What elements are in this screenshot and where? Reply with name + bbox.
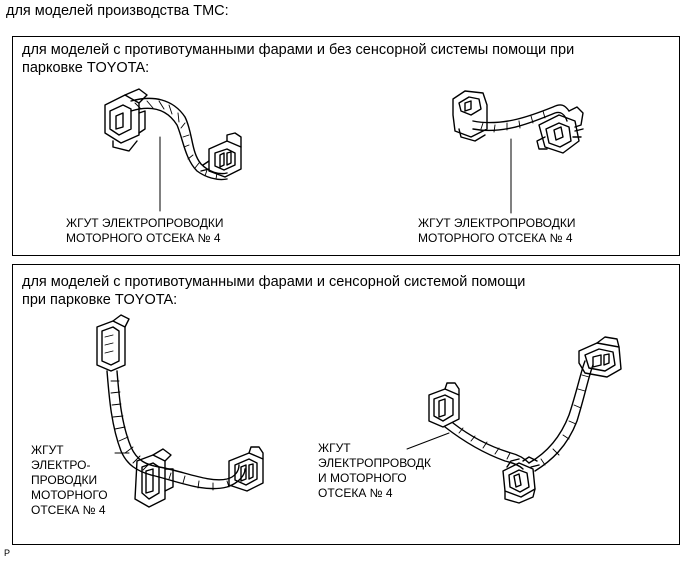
panel-with-sensor: для моделей с противотуманными фарами и … (12, 264, 680, 545)
wire-harness-icon (428, 336, 622, 504)
wire-harness-icon (452, 90, 584, 154)
panel-title-line-1: для моделей с противотуманными фарами и … (22, 274, 526, 290)
page-heading: для моделей производства TMC: (6, 3, 229, 19)
harness-label-left: ЖГУТ ЭЛЕКТРОПРОВОДКИ МОТОРНОГО ОТСЕКА № … (66, 216, 224, 245)
panel-without-sensor: для моделей с противотуманными фарами и … (12, 36, 680, 256)
wire-harness-icon (104, 88, 242, 181)
panel-title-line-1: для моделей с противотуманными фарами и … (22, 42, 575, 58)
harness-label-right: ЖГУТ ЭЛЕКТРОПРОВОДК И МОТОРНОГО ОТСЕКА №… (318, 441, 431, 500)
panel-title-line-2: парковке TOYOTA: (22, 60, 150, 76)
harness-label-left: ЖГУТ ЭЛЕКТРО- ПРОВОДКИ МОТОРНОГО ОТСЕКА … (31, 443, 108, 517)
harness-label-right: ЖГУТ ЭЛЕКТРОПРОВОДКИ МОТОРНОГО ОТСЕКА № … (418, 216, 576, 245)
footer-mark: P (4, 548, 11, 558)
wire-harness-icon (96, 314, 264, 508)
panel-title-line-2: при парковке TOYOTA: (22, 292, 178, 308)
panel-title: для моделей с противотуманными фарами и … (22, 273, 525, 309)
panel-title: для моделей с противотуманными фарами и … (22, 41, 574, 77)
